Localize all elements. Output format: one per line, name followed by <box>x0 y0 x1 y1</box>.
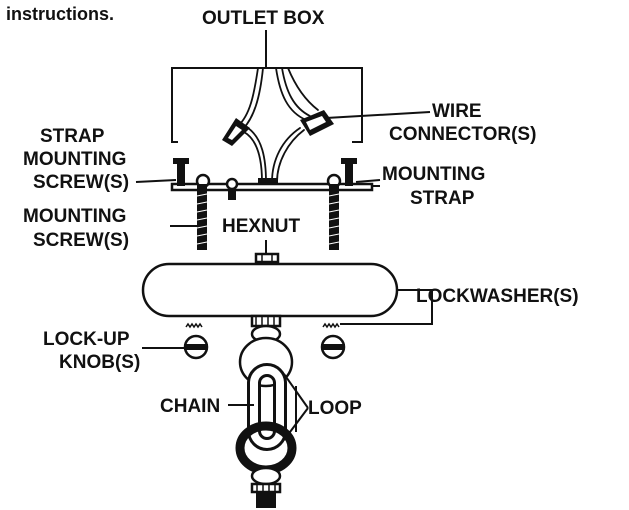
threaded-stem-bottom <box>250 482 282 508</box>
mounting-strap-label-line2: STRAP <box>410 188 475 209</box>
outlet-box-label: OUTLET BOX <box>202 8 325 29</box>
strap-mounting-screw-left-icon <box>173 158 189 186</box>
mounting-screw-left-icon <box>196 184 208 250</box>
chain-label: CHAIN <box>160 396 220 417</box>
mounting-strap <box>170 182 380 192</box>
wire-connector-label-line2: CONNECTOR(S) <box>389 124 536 145</box>
wire-connector-leader <box>325 111 431 119</box>
mounting-strap-label-line1: MOUNTING <box>382 164 485 185</box>
lock-up-knob-label-line1: LOCK-UP <box>43 329 130 350</box>
lockwasher-left-icon <box>185 322 203 329</box>
center-stem <box>250 314 282 328</box>
lockwasher-right-icon <box>322 322 340 329</box>
strap-mounting-screw-leader <box>135 179 177 183</box>
outlet-box <box>171 30 363 143</box>
instructions-text: instructions. <box>6 4 114 24</box>
lock-up-knob-label-line2: KNOB(S) <box>59 352 140 373</box>
hexnut-label: HEXNUT <box>222 216 301 237</box>
mounting-screw-label-line1: MOUNTING <box>23 206 126 227</box>
lock-up-knob-left-icon <box>183 334 209 360</box>
wires <box>237 67 319 186</box>
wire-connector-label-line1: WIRE <box>432 101 482 122</box>
strap-mounting-screw-label-line1: STRAP <box>40 126 105 147</box>
loop-label: LOOP <box>308 398 362 419</box>
canopy <box>141 262 399 318</box>
lower-loop-icon <box>235 421 297 486</box>
lockwasher-label: LOCKWASHER(S) <box>416 286 579 307</box>
strap-mounting-screw-label-line2: MOUNTING <box>23 149 126 170</box>
mounting-strap-leader <box>355 179 381 183</box>
wire-connector-left-icon <box>222 118 250 146</box>
wire-connector-right-icon <box>300 110 334 136</box>
loop-leaders <box>283 373 309 441</box>
lockwasher-leader <box>340 289 433 325</box>
mounting-screw-label-line2: SCREW(S) <box>33 230 129 251</box>
chain-link-icon <box>247 363 287 451</box>
lock-up-knob-right-icon <box>320 334 346 360</box>
strap-mounting-screw-right-icon <box>341 158 357 186</box>
mounting-screw-right-icon <box>328 184 340 250</box>
hexnut-icon <box>254 240 280 264</box>
strap-mounting-screw-label-line3: SCREW(S) <box>33 172 129 193</box>
